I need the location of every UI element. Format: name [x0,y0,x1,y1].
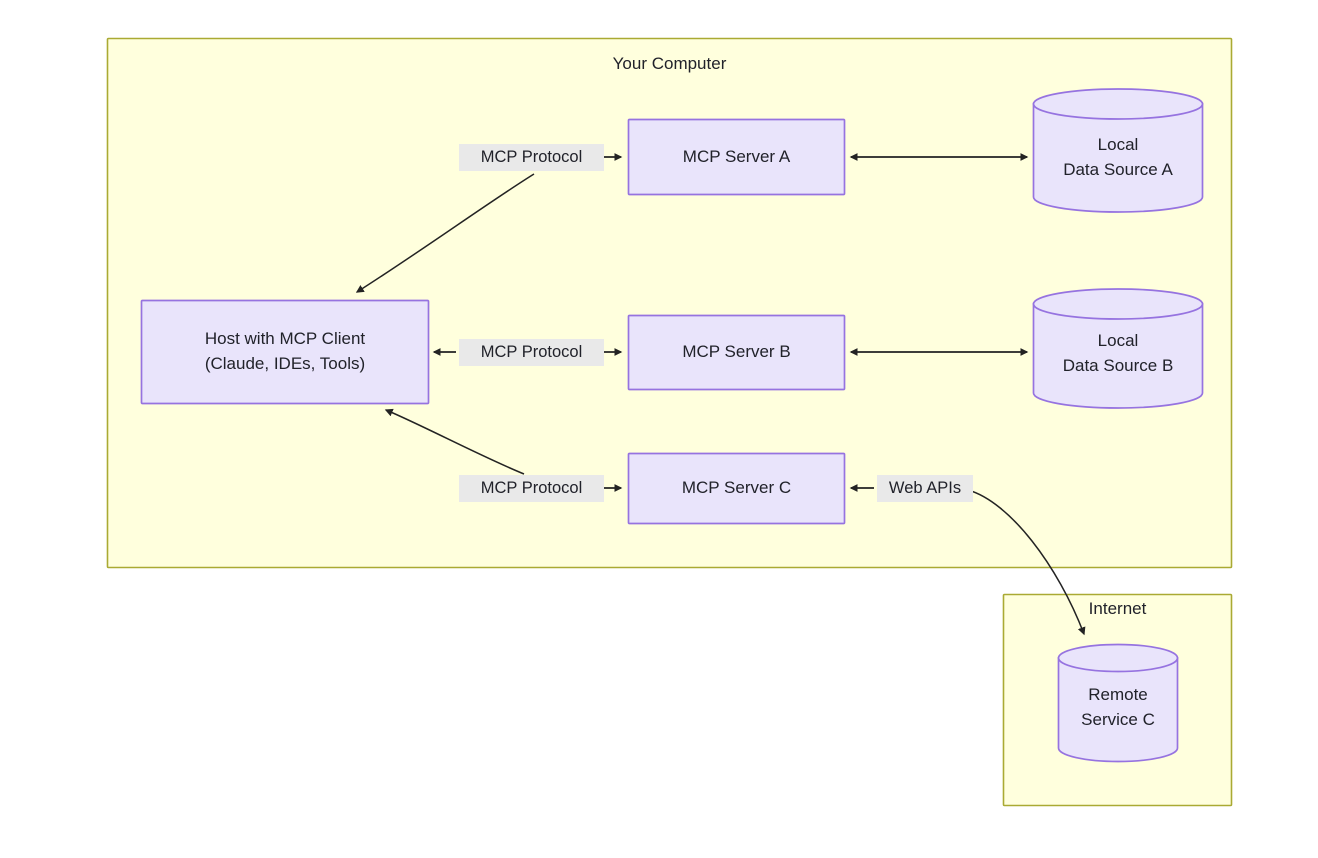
node-host[interactable] [140,299,430,405]
edge-label-host-server-a: MCP Protocol [459,144,604,171]
node-server-b[interactable] [627,314,846,391]
edge-label-server-c-remote-c: Web APIs [877,475,973,502]
edge-label-server-c-remote-c-text: Web APIs [888,479,962,498]
edge-server-c-remote-c [849,484,1086,636]
group-internet-label: Internet [1088,599,1147,618]
node-server-c[interactable] [627,452,846,525]
group-your-computer-label: Your Computer [612,54,727,73]
node-remote-c[interactable] [1057,643,1179,763]
edge-label-host-server-b: MCP Protocol [459,339,604,366]
edge-label-host-server-c: MCP Protocol [459,475,604,502]
edge-label-host-server-a-text: MCP Protocol [480,148,583,167]
node-server-a[interactable] [627,118,846,196]
group-title-internet: Internet [1003,599,1232,619]
group-title-your-computer: Your Computer [107,54,1232,74]
node-source-a[interactable] [1032,88,1204,213]
edge-label-host-server-c-text: MCP Protocol [480,479,583,498]
node-source-b[interactable] [1032,288,1204,409]
group-your-computer [106,37,1233,569]
edge-label-host-server-b-text: MCP Protocol [480,343,583,362]
